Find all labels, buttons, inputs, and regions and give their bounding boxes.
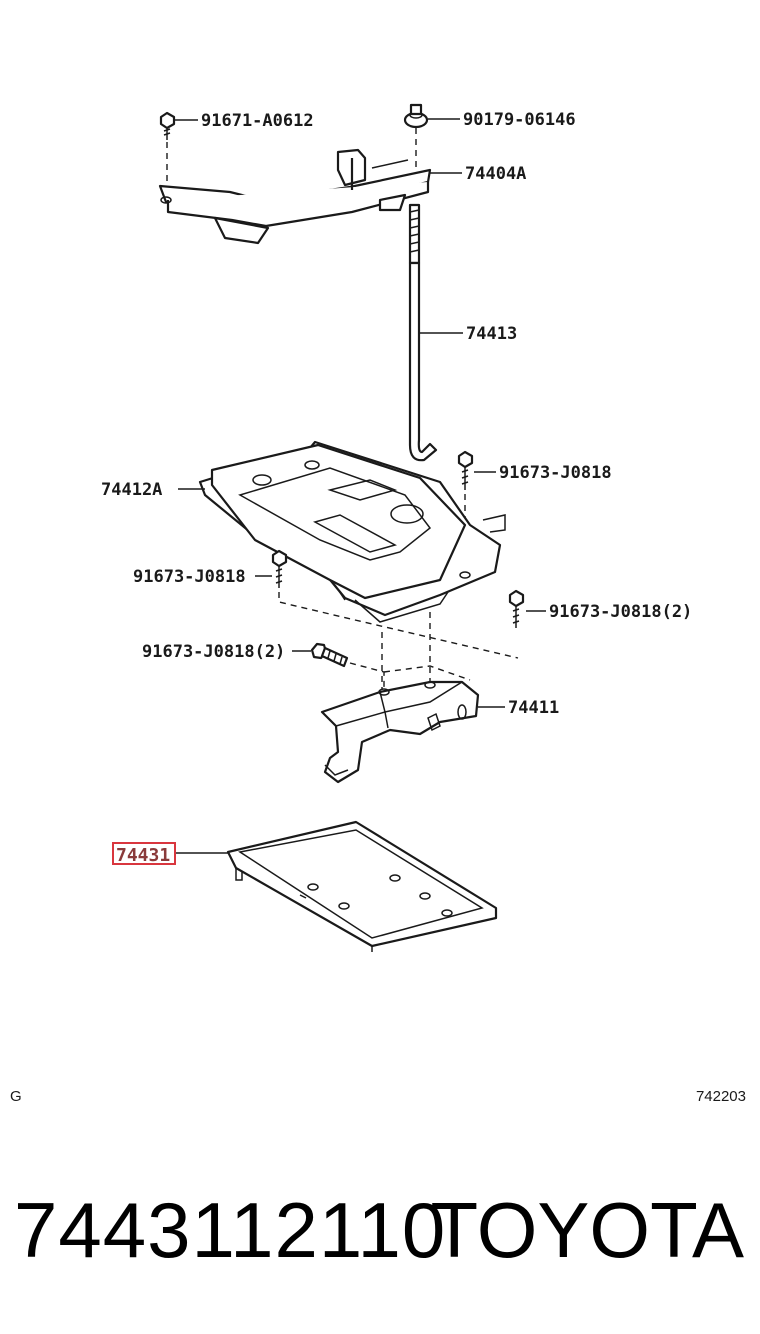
label-90179-06146: 90179-06146 xyxy=(463,110,576,130)
dash-lower xyxy=(349,662,385,688)
bolt-91673-j0818-mid-left xyxy=(271,549,288,588)
hold-down-rod-74413 xyxy=(408,203,438,462)
label-91673-j0818-right: 91673-J0818(2) xyxy=(549,602,692,622)
dash-guide-3 xyxy=(383,665,471,681)
label-74412a: 74412A xyxy=(101,480,162,500)
label-74411: 74411 xyxy=(508,698,559,718)
parts-diagram: 91671-A0612 90179-06146 74404A 74413 xyxy=(101,103,692,952)
corner-code-right: 742203 xyxy=(695,1088,746,1105)
label-74431[interactable]: 74431 xyxy=(116,845,170,866)
label-74404a: 74404A xyxy=(465,164,526,184)
dash-mid-to-right xyxy=(278,592,519,659)
label-74413: 74413 xyxy=(466,324,517,344)
bracket-74411 xyxy=(320,680,480,784)
battery-clamp-74404a xyxy=(158,148,432,245)
highlight-box xyxy=(112,842,176,865)
bolt-91673-j0818-lower-left xyxy=(310,642,349,668)
nut-90179-06146 xyxy=(403,103,429,170)
label-91671-a0612: 91671-A0612 xyxy=(201,111,314,131)
corner-code-left: G xyxy=(10,1088,22,1105)
battery-tray-74412a xyxy=(198,440,506,623)
label-91673-j0818-lower: 91673-J0818(2) xyxy=(142,642,285,662)
bolt-91673-j0818-right xyxy=(508,589,525,628)
label-91673-j0818-mid: 91673-J0818 xyxy=(133,567,246,587)
battery-tray-74431 xyxy=(226,820,498,952)
label-91673-j0818-upper: 91673-J0818 xyxy=(499,463,612,483)
brand-name: TOYOTA xyxy=(430,1186,745,1274)
part-number: 7443112110 xyxy=(14,1186,447,1274)
